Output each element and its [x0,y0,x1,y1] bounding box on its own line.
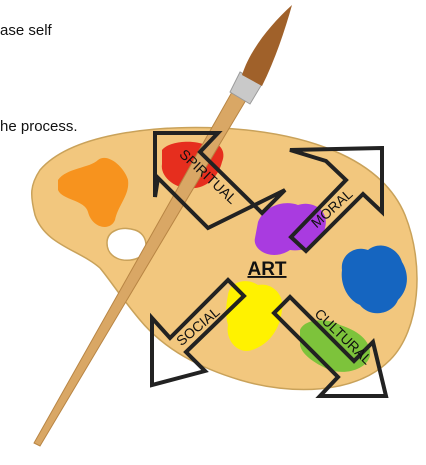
label-art: ART [247,259,286,280]
purple-paint-blob [254,203,326,255]
body-text-line-1: ase self [0,22,52,39]
paintbrush [33,5,292,447]
arrow-frame [150,131,389,398]
arrow-bottom-right [271,294,389,398]
arrow-top-right [288,145,384,254]
arrow-bottom-left [150,277,247,388]
blue-paint-blob [341,245,407,314]
arrow-top-left [153,131,287,231]
brush-tip [242,5,292,86]
orange-paint-blob [58,157,129,227]
body-text-line-2: he process. [0,118,78,135]
